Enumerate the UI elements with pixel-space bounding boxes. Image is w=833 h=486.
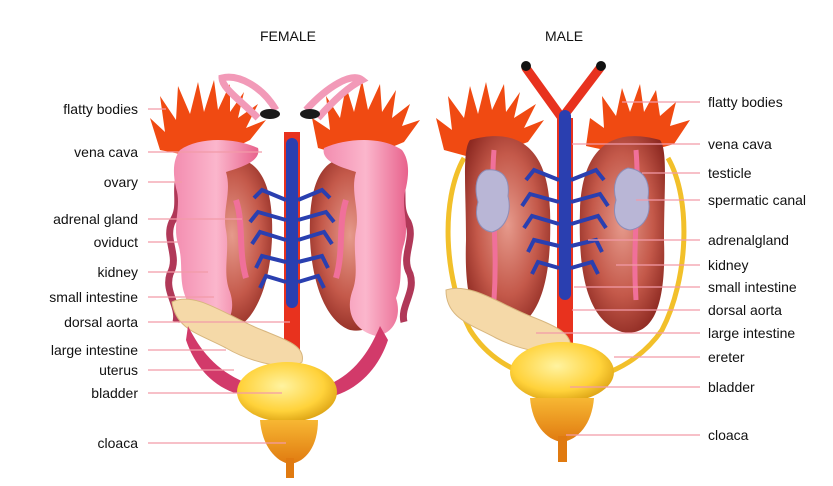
female-fat-body-right: [312, 80, 420, 156]
female-label-oviduct: oviduct: [94, 234, 138, 250]
title-female: FEMALE: [260, 28, 316, 44]
female-intestine: [171, 298, 303, 367]
male-label-kidney: kidney: [708, 257, 748, 273]
female-adrenal-right: [333, 199, 349, 279]
female-bladder: [237, 362, 337, 422]
female-funnel-opening-left: [260, 109, 280, 119]
female-label-cloaca: cloaca: [98, 435, 139, 451]
male-anatomy: [436, 61, 690, 462]
female-label-bladder: bladder: [91, 385, 138, 401]
male-cloaca: [530, 398, 594, 442]
female-oviduct-funnel-right: [303, 74, 369, 121]
male-bladder: [510, 342, 614, 402]
male-testicle-right: [614, 167, 650, 231]
male-vein-end-left: [521, 61, 531, 71]
male-label-dorsal-aorta: dorsal aorta: [708, 302, 782, 318]
male-kidney-right: [579, 136, 665, 333]
female-uterus-right: [326, 326, 388, 398]
female-adrenal-left: [233, 199, 249, 279]
female-label-dorsal-aorta: dorsal aorta: [64, 314, 138, 330]
female-renal-veins: [248, 187, 336, 289]
male-label-ereter: ereter: [708, 349, 745, 365]
male-label-bladder: bladder: [708, 379, 755, 395]
female-ovary-right: [323, 140, 409, 336]
female-fat-body-left: [150, 80, 266, 158]
female-anatomy: [150, 73, 420, 478]
female-uterus-left: [186, 326, 248, 396]
male-ureter-right: [599, 156, 687, 379]
female-label-large-intestine: large intestine: [51, 342, 138, 358]
female-label-kidney: kidney: [98, 264, 138, 280]
male-vena-cava: [559, 110, 571, 300]
male-fat-body-right: [586, 84, 690, 152]
female-label-uterus: uterus: [99, 362, 138, 378]
female-label-adrenal-gland: adrenal gland: [53, 211, 138, 227]
female-cloaca: [260, 420, 318, 464]
male-label-cloaca: cloaca: [708, 427, 749, 443]
female-labels: flatty bodies vena cava ovary adrenal gland…: [49, 101, 290, 451]
male-vein-end-right: [596, 61, 606, 71]
male-label-flatty-bodies: flatty bodies: [708, 94, 783, 110]
male-labels: flatty bodies vena cava testicle spermatic …: [536, 94, 806, 443]
male-label-vena-cava: vena cava: [708, 136, 772, 152]
male-label-adrenalgland: adrenalgland: [708, 232, 789, 248]
female-label-vena-cava: vena cava: [74, 144, 138, 160]
female-oviduct-funnel-left: [218, 73, 280, 121]
female-funnel-opening-right: [300, 109, 320, 119]
male-label-small-intestine: small intestine: [708, 279, 797, 295]
female-label-flatty-bodies: flatty bodies: [63, 101, 138, 117]
female-ovary-left: [173, 140, 259, 336]
female-oviduct-left: [165, 168, 186, 323]
male-fat-body-left: [436, 82, 544, 156]
female-cloaca-vent: [286, 458, 294, 478]
male-label-large-intestine: large intestine: [708, 325, 795, 341]
male-testicle-left: [475, 169, 510, 233]
female-label-ovary: ovary: [104, 174, 138, 190]
male-label-testicle: testicle: [708, 165, 752, 181]
male-label-spermatic-canal: spermatic canal: [708, 192, 806, 208]
title-male: MALE: [545, 28, 583, 44]
female-vena-cava: [286, 138, 298, 308]
female-label-small-intestine: small intestine: [49, 289, 138, 305]
male-cloaca-vent: [558, 436, 567, 462]
